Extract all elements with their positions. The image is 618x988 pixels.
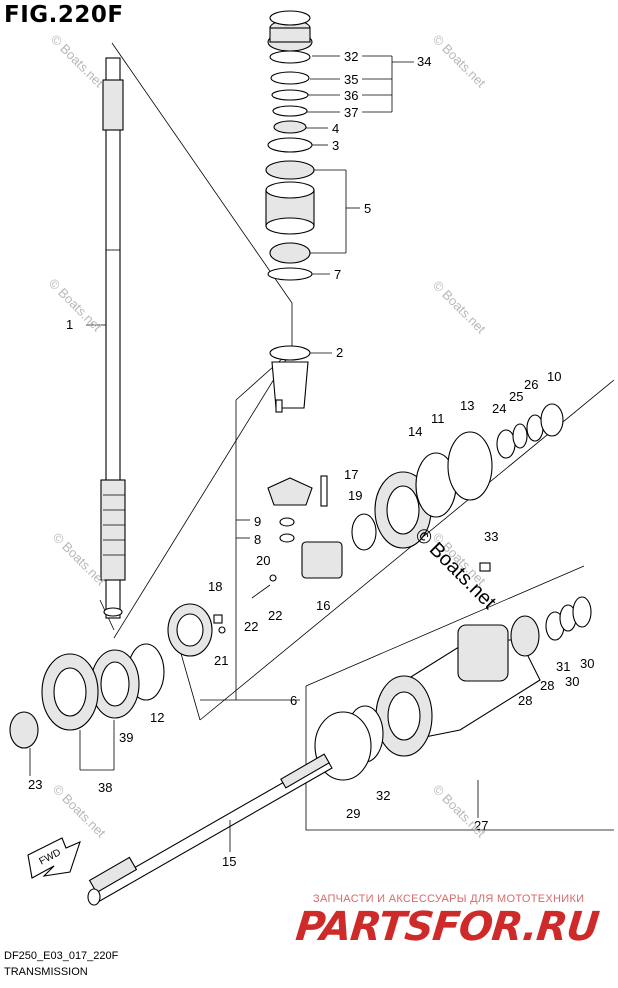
callout-26: 26 (524, 377, 538, 392)
watermark: © Boats.net (48, 32, 107, 91)
callout-37: 37 (344, 105, 358, 120)
callout-32: 32 (376, 788, 390, 803)
shop-logo: PARTSFOR.RU (293, 904, 601, 950)
callout-25: 25 (509, 389, 523, 404)
watermark: © Boats.net (50, 530, 109, 589)
callout-13: 13 (460, 398, 474, 413)
callout-20: 20 (256, 553, 270, 568)
callout-8: 8 (254, 532, 261, 547)
pinion-clutch-parts (213, 475, 343, 634)
callout-30a: 30 (580, 656, 594, 671)
callout-18: 18 (208, 579, 222, 594)
callout-33: 33 (484, 529, 498, 544)
callout-36a: 35 (344, 72, 358, 87)
propeller-shaft-housing (314, 562, 592, 781)
callout-4: 4 (332, 121, 339, 136)
shop-tagline: ЗАПЧАСТИ И АКСЕССУАРЫ ДЛЯ МОТОТЕХНИКИ (313, 893, 585, 905)
callout-22a: 22 (244, 619, 258, 634)
callout-38: 38 (98, 780, 112, 795)
callout-35: 32 (344, 49, 358, 64)
callout-16: 16 (316, 598, 330, 613)
callout-39: 39 (119, 730, 133, 745)
upper-bearing-stack (265, 10, 315, 281)
callout-10: 10 (547, 369, 561, 384)
callout-28a: 28 (540, 678, 554, 693)
callout-6: 6 (290, 693, 297, 708)
callout-1: 1 (66, 317, 73, 332)
callout-23: 23 (28, 777, 42, 792)
callout-29: 29 (346, 806, 360, 821)
callout-15: 15 (222, 854, 236, 869)
callout-3: 3 (332, 138, 339, 153)
watermark: © Boats.net (46, 276, 105, 335)
sleeve (269, 345, 311, 413)
callout-17: 17 (344, 467, 358, 482)
callout-19: 19 (348, 488, 362, 503)
callout-5: 5 (364, 201, 371, 216)
callout-31: 31 (556, 659, 570, 674)
figure-name: TRANSMISSION (4, 966, 88, 978)
figure-title: FIG.220F (4, 2, 124, 28)
drive-shaft (100, 57, 126, 619)
callout-21: 21 (214, 653, 228, 668)
callout-27: 27 (474, 818, 488, 833)
watermark: © Boats.net (430, 32, 489, 91)
callout-28b: 28 (518, 693, 532, 708)
watermark: © Boats.net (430, 278, 489, 337)
leader-lines (29, 55, 479, 852)
callout-14: 14 (408, 424, 422, 439)
propeller-shaft (87, 753, 333, 906)
watermark: © Boats.net (430, 782, 489, 841)
shims-and-bearings (9, 403, 564, 749)
callout-2: 2 (336, 345, 343, 360)
callout-12: 12 (150, 710, 164, 725)
callout-22b: 22 (268, 608, 282, 623)
callout-9: 9 (254, 514, 261, 529)
callout-36b: 36 (344, 88, 358, 103)
callout-labels: 32 34 35 36 37 4 3 5 7 2 1 10 26 25 24 1… (28, 49, 594, 869)
callout-24: 24 (492, 401, 506, 416)
callout-34: 34 (417, 54, 431, 69)
callout-7: 7 (334, 267, 341, 282)
figure-code: DF250_E03_017_220F (4, 950, 119, 962)
fwd-arrow: FWD (27, 837, 81, 879)
callout-30b: 30 (565, 674, 579, 689)
callout-11: 11 (431, 411, 445, 426)
